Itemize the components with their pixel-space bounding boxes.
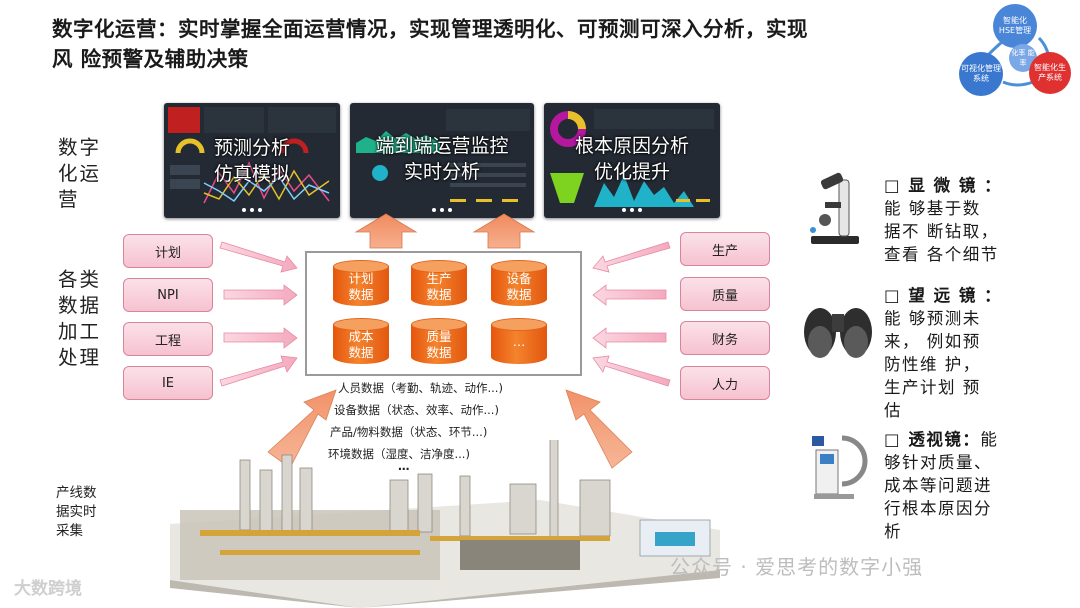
feature-microscope-l2: 据不 断钻取， <box>884 222 999 241</box>
dashboard-root-cause: 根本原因分析 优化提升 <box>544 103 720 218</box>
feature-xray-first: 能 <box>980 430 999 449</box>
cycle-bubble-left: 可视化管理系统 <box>959 52 1003 96</box>
feature-xray: □ 透视镜：能 够针对质量、 成本等问题进 行根本原因分 析 <box>884 428 1034 543</box>
arrow-factory-right <box>565 389 633 469</box>
microscope-icon <box>810 172 859 244</box>
data-line-more: … <box>398 459 410 473</box>
cylinder-plan-data: 计划数据 <box>333 260 389 308</box>
data-warehouse-box: 计划数据 生产数据 设备数据 成本数据 质量数据 … <box>305 251 582 376</box>
dashboard-monitoring-graphic <box>356 109 530 212</box>
arrow-right-2 <box>592 284 667 306</box>
label-digital-ops: 数字 化运 营 <box>58 135 101 213</box>
label-digital-ops-l2: 化运 <box>58 162 102 185</box>
feature-microscope-l3: 查看 各个细节 <box>884 245 999 264</box>
cylinder-quality-data: 质量数据 <box>411 318 467 366</box>
feature-microscope-title: □ 显 微 镜 ： <box>884 176 1003 195</box>
feature-microscope: □ 显 微 镜 ： 能 够基于数 据不 断钻取， 查看 各个细节 <box>884 174 1034 266</box>
label-data-processing-l3: 加工 <box>58 320 102 343</box>
arrow-up-right <box>472 213 536 249</box>
feature-telescope-l3: 防性维 护， <box>884 355 981 374</box>
dashboard-monitoring: 端到端运营监控 实时分析 <box>350 103 534 218</box>
cycle-diagram: 智能化HSE管理 化率 能率 可视化管理系统 智能化生产系统 <box>955 4 1075 100</box>
cycle-bubble-right: 智能化生产系统 <box>1029 52 1071 94</box>
arrow-right-3 <box>592 327 667 349</box>
dashboard-root-cause-line1: 根本原因分析 <box>574 135 689 157</box>
source-box-npi: NPI <box>123 278 213 312</box>
factory-illustration <box>170 440 720 608</box>
cylinder-cost-data: 成本数据 <box>333 318 389 366</box>
source-box-production: 生产 <box>680 232 770 266</box>
arrow-left-3 <box>223 327 298 349</box>
feature-xray-title: □ 透视镜： <box>884 430 981 449</box>
feature-microscope-l1: 能 够基于数 <box>884 199 981 218</box>
arrow-right-1 <box>592 241 671 273</box>
label-digital-ops-l1: 数字 <box>58 136 102 159</box>
dashboard-predictive-graphic <box>168 107 336 212</box>
label-data-processing: 各类 数据 加工 处理 <box>58 267 101 371</box>
title-line-2: 风 险预警及辅助决策 <box>52 47 249 71</box>
data-line-environment: 环境数据（湿度、洁净度...) <box>328 447 470 461</box>
source-box-quality: 质量 <box>680 277 770 311</box>
source-box-ie: IE <box>123 366 213 400</box>
label-data-processing-l2: 数据 <box>58 294 102 317</box>
dashboard-root-cause-line2: 优化提升 <box>593 161 670 183</box>
cycle-bubble-top: 智能化HSE管理 <box>993 4 1037 48</box>
feature-telescope-l2: 来， 例如预 <box>884 332 981 351</box>
feature-xray-l1: 够针对质量、 <box>884 453 992 472</box>
source-box-engineering: 工程 <box>123 322 213 356</box>
feature-telescope: □ 望 远 镜 ： 能 够预测未 来， 例如预 防性维 护， 生产计划 预 估 <box>884 284 1034 422</box>
label-data-collection: 产线数 据实时 采集 <box>56 484 97 541</box>
data-line-people: 人员数据（考勤、轨迹、动作...) <box>338 381 503 395</box>
arrow-right-4 <box>592 355 671 387</box>
label-data-processing-l1: 各类 <box>58 268 102 291</box>
feature-telescope-title: □ 望 远 镜 ： <box>884 286 1003 305</box>
wechat-watermark: 公众号 · 爱思考的数字小强 <box>670 555 924 579</box>
source-box-plan: 计划 <box>123 234 213 268</box>
cylinder-equipment-data: 设备数据 <box>491 260 547 308</box>
dashboard-predictive: 预测分析 仿真模拟 <box>164 103 340 218</box>
arrow-left-4 <box>219 355 298 387</box>
feature-telescope-l1: 能 够预测未 <box>884 309 981 328</box>
data-line-product: 产品/物料数据（状态、环节...) <box>330 425 488 439</box>
page-title: 数字化运营：实时掌握全面运营情况，实现管理透明化、可预测可深入分析，实现 风 险… <box>52 14 952 74</box>
dashboard-predictive-line2: 仿真模拟 <box>213 163 290 185</box>
dashboard-monitoring-line1: 端到端运营监控 <box>375 135 509 157</box>
label-digital-ops-l3: 营 <box>58 188 80 211</box>
feature-xray-l2: 成本等问题进 <box>884 476 992 495</box>
title-line-1: 数字化运营：实时掌握全面运营情况，实现管理透明化、可预测可深入分析，实现 <box>52 17 808 41</box>
binoculars-icon <box>804 308 872 358</box>
dashboard-monitoring-line2: 实时分析 <box>403 161 480 183</box>
arrow-factory-left <box>267 389 337 469</box>
label-data-processing-l4: 处理 <box>58 346 102 369</box>
xray-scanner-icon <box>812 435 868 499</box>
dashboard-predictive-line1: 预测分析 <box>213 137 290 159</box>
feature-telescope-l5: 估 <box>884 401 902 420</box>
feature-xray-l4: 析 <box>884 522 902 541</box>
brand-watermark: 大数跨境 <box>14 579 82 599</box>
feature-xray-l3: 行根本原因分 <box>884 499 992 518</box>
feature-telescope-l4: 生产计划 预 <box>884 378 981 397</box>
arrow-left-1 <box>219 241 298 273</box>
cylinder-production-data: 生产数据 <box>411 260 467 308</box>
data-line-equipment: 设备数据（状态、效率、动作...) <box>334 403 499 417</box>
label-data-collection-l1: 产线数 <box>56 485 97 501</box>
label-data-collection-l2: 据实时 <box>56 504 97 520</box>
label-data-collection-l3: 采集 <box>56 523 83 539</box>
source-box-finance: 财务 <box>680 321 770 355</box>
cylinder-more-data: … <box>491 318 547 366</box>
dashboard-root-cause-graphic <box>550 109 714 212</box>
arrow-left-2 <box>223 284 298 306</box>
source-box-hr: 人力 <box>680 366 770 400</box>
arrow-up-left <box>354 213 418 249</box>
